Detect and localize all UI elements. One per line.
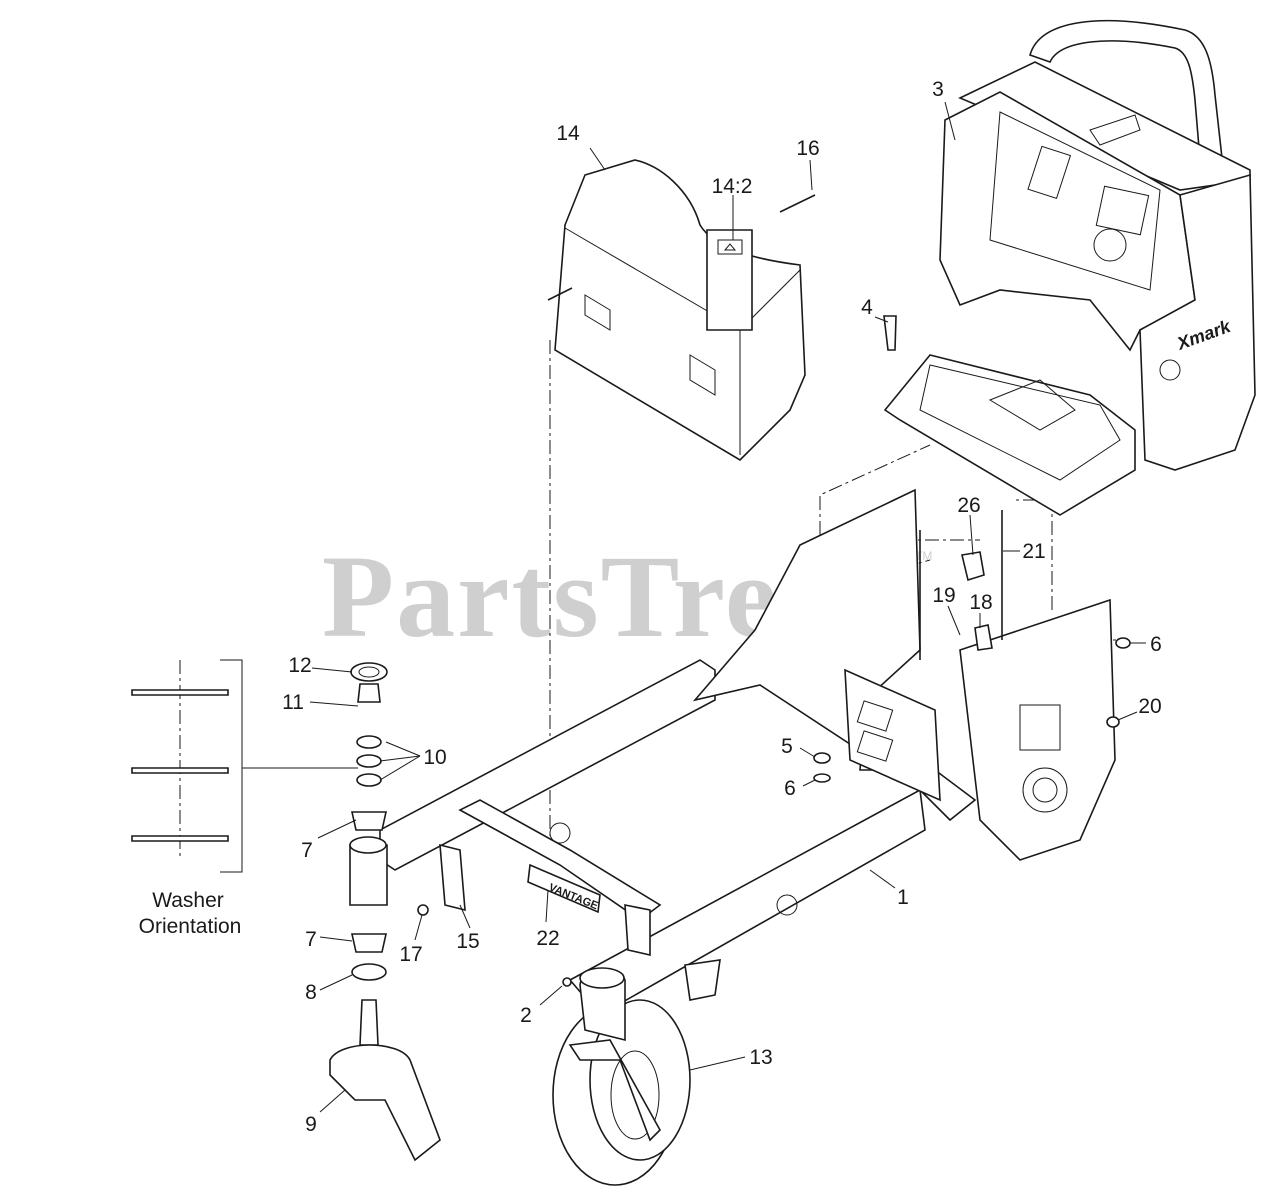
callout-14-2: 14:2 xyxy=(712,175,753,198)
caster-stack xyxy=(329,662,441,1162)
callout-6-frame: 6 xyxy=(784,777,796,800)
washer-orientation-detail xyxy=(131,659,358,873)
callout-8: 8 xyxy=(305,981,317,1004)
body-panel xyxy=(547,159,816,462)
callout-16: 16 xyxy=(796,137,819,160)
callout-5: 5 xyxy=(781,735,793,758)
callout-10: 10 xyxy=(423,746,446,769)
callout-21: 21 xyxy=(1022,540,1045,563)
callout-11: 11 xyxy=(282,691,304,714)
callout-9: 9 xyxy=(305,1113,317,1136)
callout-22: 22 xyxy=(536,927,559,950)
callout-15: 15 xyxy=(456,930,479,953)
callout-1: 1 xyxy=(897,886,909,909)
callout-18: 18 xyxy=(969,591,992,614)
callout-7-lower: 7 xyxy=(305,928,317,951)
callout-12: 12 xyxy=(288,654,311,677)
callout-3: 3 xyxy=(932,78,944,101)
callout-labels: 1 2 3 4 5 6 6 7 7 8 9 10 11 12 13 14 14:… xyxy=(282,78,1162,1136)
hardware xyxy=(417,315,1131,987)
washer-orientation-line2: Orientation xyxy=(139,915,242,938)
washer-orientation-line1: Washer xyxy=(152,889,224,912)
callout-17: 17 xyxy=(399,943,422,966)
control-console: Xmark xyxy=(883,19,1256,516)
callout-26: 26 xyxy=(957,494,980,517)
callout-6-console: 6 xyxy=(1150,633,1162,656)
callout-20: 20 xyxy=(1138,695,1161,718)
callout-14: 14 xyxy=(556,122,580,145)
caster-wheel xyxy=(552,967,691,1186)
leader-lines xyxy=(309,101,1146,1113)
callout-2: 2 xyxy=(520,1004,532,1027)
callout-4: 4 xyxy=(861,296,873,319)
callout-13: 13 xyxy=(749,1046,772,1069)
callout-7-upper: 7 xyxy=(301,839,313,862)
callout-19: 19 xyxy=(932,584,955,607)
